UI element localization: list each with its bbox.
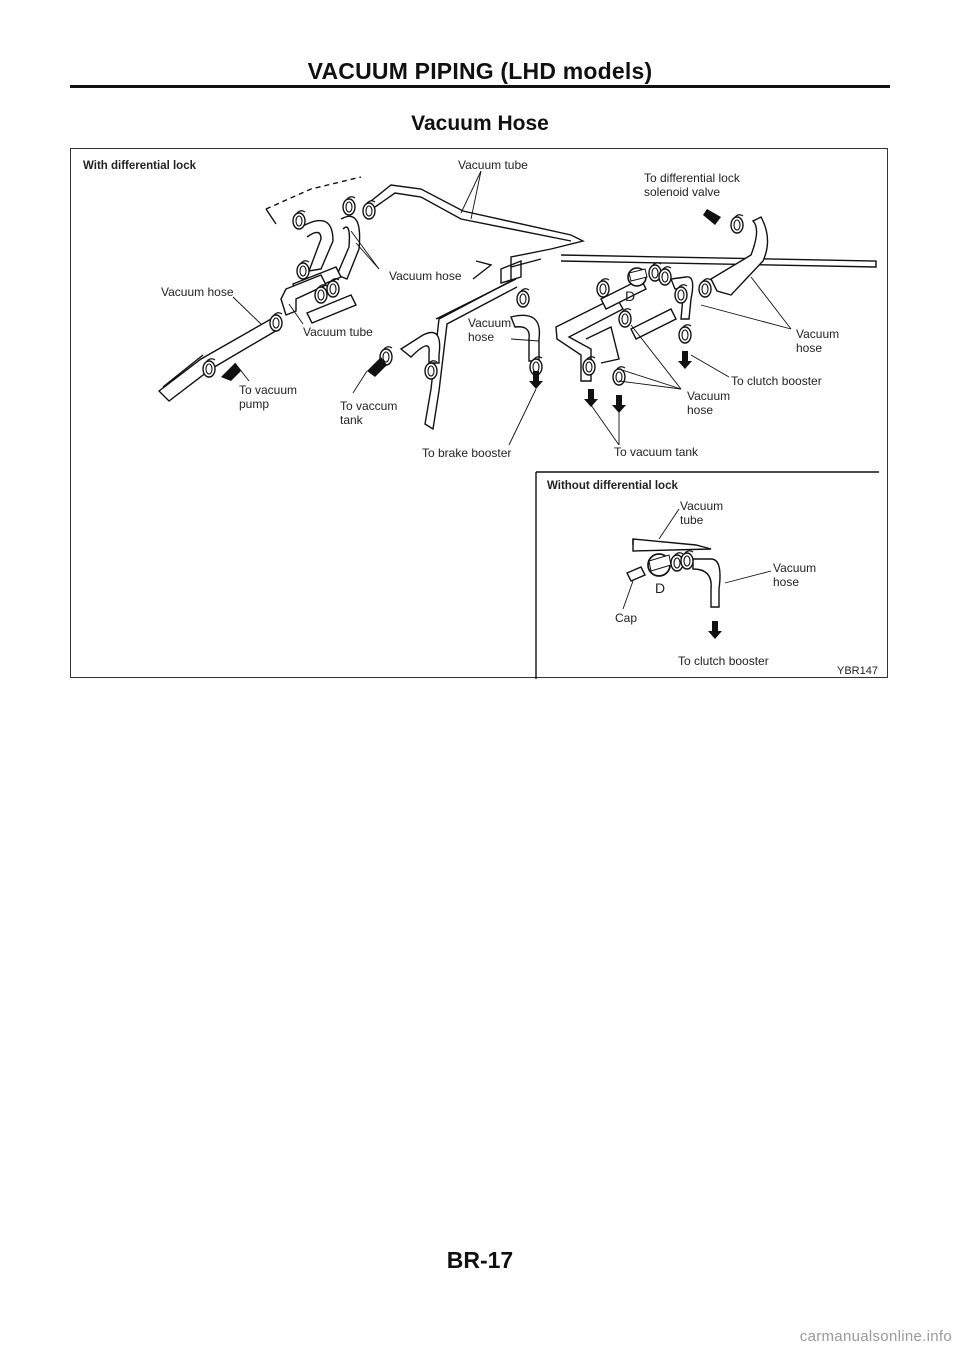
label-to-vacuum-pump: To vacuum pump xyxy=(239,383,298,411)
label-without-to-clutch-booster: To clutch booster xyxy=(678,654,769,668)
label-vacuum-hose-lower: Vacuum hose xyxy=(687,389,731,417)
connector-d-body xyxy=(628,268,648,282)
label-without-vacuum-hose: Vacuum hose xyxy=(773,561,817,589)
label-vacuum-hose-mid: Vacuum hose xyxy=(389,269,462,283)
label-connector-d: D xyxy=(625,288,636,304)
right-hose-assembly xyxy=(555,216,769,382)
figure-id: YBR147 xyxy=(837,665,878,677)
long-vacuum-tube xyxy=(370,184,877,284)
page-number: BR-17 xyxy=(446,1247,514,1273)
heading-without-lock: Without differential lock xyxy=(547,480,678,492)
vacuum-hose-diagram: With differential lock Vacuum tube To di… xyxy=(70,148,888,679)
page-header-title: VACUUM PIPING (LHD models) xyxy=(307,58,653,84)
without-lock-drawing xyxy=(626,538,721,608)
arrow-down-icon xyxy=(529,371,543,389)
section-title: Vacuum Hose xyxy=(411,112,549,135)
label-to-brake-booster: To brake booster xyxy=(422,446,512,460)
flow-arrow-icon xyxy=(367,357,387,377)
label-vacuum-hose-center: Vacuum hose xyxy=(468,316,512,344)
clamp-icon xyxy=(362,200,376,220)
header-rule xyxy=(70,85,890,88)
label-to-vaccum-tank: To vaccum tank xyxy=(340,399,398,427)
clamp-icon xyxy=(516,288,530,308)
upper-left-hoses xyxy=(265,176,362,324)
clamp-icon xyxy=(292,210,306,230)
label-without-vacuum-tube: Vacuum tube xyxy=(680,499,724,527)
brake-booster-tube xyxy=(424,267,518,431)
label-to-clutch-booster: To clutch booster xyxy=(731,374,822,388)
tank-hose-left xyxy=(399,331,441,364)
label-vacuum-tube-mid: Vacuum tube xyxy=(303,325,373,339)
leader-lines xyxy=(232,170,792,446)
label-to-diff-lock: To differential lock solenoid valve xyxy=(644,171,740,199)
label-vacuum-hose-right: Vacuum hose xyxy=(796,327,840,355)
arrow-down-icon xyxy=(678,351,692,369)
arrow-down-icon xyxy=(584,389,598,407)
clamp-icon xyxy=(618,308,632,328)
brake-booster-hose xyxy=(510,314,541,362)
without-lock-leader-lines xyxy=(622,508,772,610)
label-to-vacuum-tank: To vacuum tank xyxy=(614,445,699,459)
label-vacuum-tube-top: Vacuum tube xyxy=(458,158,528,172)
label-cap: Cap xyxy=(615,611,638,625)
clamp-icon xyxy=(730,214,744,234)
watermark-text: carmanualsonline.info xyxy=(799,1328,952,1345)
clamp-icon xyxy=(678,324,692,344)
clamp-icon xyxy=(269,312,283,332)
clamp-icon xyxy=(698,278,712,298)
clamp-icon xyxy=(342,196,356,216)
diagram-drawing xyxy=(157,170,879,679)
clamp-icon xyxy=(596,278,610,298)
heading-with-lock: With differential lock xyxy=(83,160,196,172)
flow-arrow-icon xyxy=(221,363,241,381)
arrow-down-icon xyxy=(708,621,722,639)
arrow-down-icon xyxy=(612,395,626,413)
label-without-connector-d: D xyxy=(655,580,666,596)
clamp-icon xyxy=(296,260,310,280)
label-vacuum-hose-left: Vacuum hose xyxy=(161,285,234,299)
flow-arrow-icon xyxy=(703,209,721,225)
